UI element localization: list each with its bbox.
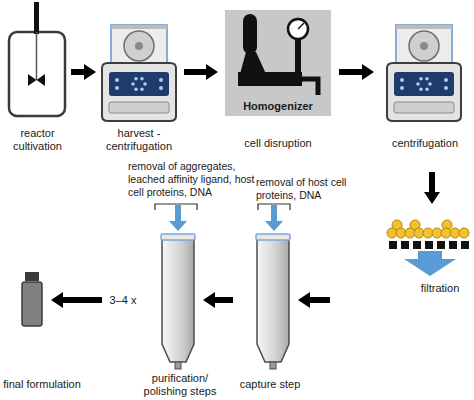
filter-icon: [387, 228, 397, 238]
flow-arrow: [339, 69, 362, 75]
vial-icon: [22, 282, 42, 326]
annotation-bracket: [169, 221, 187, 231]
edge-label: 3–4 x: [104, 294, 142, 307]
filter-icon: [449, 241, 457, 249]
reactor-icon: [34, 2, 39, 34]
homogenizer-icon: [238, 14, 318, 95]
vial-icon: [25, 272, 39, 281]
flow-arrow: [184, 69, 206, 75]
filter-icon: [410, 220, 420, 230]
homogenizer-icon: [238, 72, 302, 86]
filter-icon: [413, 241, 421, 249]
homogenizer-icon: [298, 23, 304, 29]
filter-icon: [461, 241, 469, 249]
reactor-icon: [9, 32, 65, 116]
filter-icon: [405, 228, 415, 238]
step-label: reactor cultivation: [0, 127, 75, 153]
annotation-bracket: [271, 205, 277, 221]
filter-icon: [450, 228, 460, 238]
process-step: final formulation: [22, 272, 42, 326]
centrifuge-icon: [387, 25, 461, 121]
flow-arrow: [215, 297, 233, 303]
annotation-text: removal of host cell proteins, DNA: [256, 176, 376, 202]
filter-icon: [387, 220, 469, 276]
filter-icon: [432, 228, 442, 238]
process-step: removal of aggregates, leached affinity …: [160, 232, 196, 369]
annotation-bracket: [155, 204, 197, 231]
process-step: harvest - centrifugation: [100, 22, 178, 122]
filter-icon: [401, 241, 409, 249]
process-step: reactor cultivation: [5, 5, 67, 118]
filter-icon: [437, 241, 445, 249]
filter-icon: [396, 228, 406, 238]
homogenizer-icon: [300, 79, 318, 95]
flow-arrow: [63, 297, 102, 303]
step-label: filtration: [400, 282, 474, 295]
filter-icon: [423, 228, 433, 238]
step-label: capture step: [225, 378, 315, 391]
step-label: purification/ polishing steps: [135, 372, 225, 398]
annotation-bracket: [155, 204, 197, 210]
filter-icon: [442, 220, 452, 230]
equipment-box: Homogenizercell disruption: [225, 10, 331, 116]
step-label: cell disruption: [228, 137, 328, 150]
vial-icon: [22, 272, 42, 326]
annotation-bracket: [265, 221, 283, 231]
process-step: removal of host cell proteins, DNAcaptur…: [255, 232, 291, 369]
flow-arrow: [429, 172, 435, 192]
annotation-bracket: [258, 204, 290, 210]
annotation-bracket: [175, 205, 181, 221]
filter-icon: [389, 241, 397, 249]
homogenizer-icon: [295, 38, 301, 74]
step-label: Homogenizer: [225, 100, 331, 113]
filter-icon: [459, 228, 469, 238]
reactor-icon: [9, 2, 65, 116]
centrifuge-icon: [102, 25, 176, 121]
step-label: centrifugation: [380, 137, 470, 150]
filter-icon: [392, 220, 402, 230]
flow-arrow: [310, 297, 330, 303]
filter-icon: [404, 251, 456, 276]
flow-arrow: [71, 69, 84, 75]
filter-icon: [414, 228, 424, 238]
reactor-icon: [36, 32, 38, 80]
filter-icon: [441, 228, 451, 238]
annotation-bracket: [258, 204, 290, 231]
chromatography-column: [161, 234, 195, 369]
annotation-text: removal of aggregates, leached affinity …: [128, 160, 260, 199]
step-label: final formulation: [0, 378, 86, 391]
step-label: harvest - centrifugation: [98, 127, 180, 153]
process-step: filtration: [385, 218, 470, 276]
homogenizer-icon: [243, 14, 257, 54]
process-step: centrifugation: [385, 22, 463, 122]
filter-icon: [425, 241, 433, 249]
homogenizer-icon: [288, 19, 308, 39]
homogenizer-icon: [240, 52, 266, 74]
chromatography-column: [256, 234, 290, 369]
reactor-icon: [28, 74, 45, 86]
